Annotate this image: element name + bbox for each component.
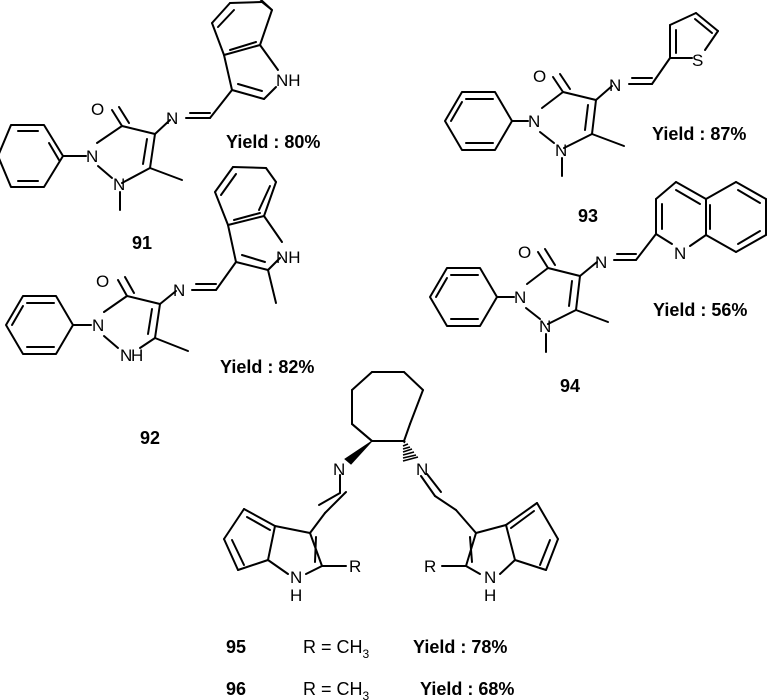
atom-91-imine-nitrogen: N — [166, 109, 178, 128]
compound-94-structure: O N N N N — [429, 181, 767, 353]
atom-92-indole-nh: NH — [276, 248, 301, 267]
atom-91-oxygen: O — [91, 100, 104, 119]
atom-92-pyrazole-n: N — [120, 346, 132, 365]
atom-91-indole-nh: NH — [276, 71, 301, 90]
atom-93-oxygen: O — [533, 67, 546, 86]
atom-91-n1: N — [86, 147, 98, 166]
atom-92-n1: N — [92, 316, 104, 335]
compound-93-number: 93 — [578, 206, 598, 226]
compound-95-r-group: R = CH3 — [303, 637, 370, 661]
compound-92-yield: Yield : 82% — [220, 357, 314, 377]
compound-92-structure: O N NH N N H — [5, 166, 301, 365]
atom-95-right-indole-h: H — [484, 586, 496, 605]
compound-93-structure: O N S N N — [444, 12, 719, 177]
atom-93-n2: N — [555, 141, 567, 160]
atom-95-left-imine-nitrogen: N — [333, 460, 345, 479]
atom-92-imine-nitrogen: N — [173, 281, 185, 300]
compound-91-yield: Yield : 80% — [226, 132, 320, 152]
compound-95-number: 95 — [226, 637, 246, 657]
atom-94-imine-nitrogen: N — [595, 253, 607, 272]
compound-95-96-structure: N N N H N H R R — [223, 371, 559, 605]
compound-92-number: 92 — [140, 428, 160, 448]
atom-95-left-indole-h: H — [290, 586, 302, 605]
compound-95-yield: Yield : 78% — [413, 637, 507, 657]
atom-95-right-indole-n: N — [484, 568, 496, 587]
atom-92-oxygen: O — [96, 272, 109, 291]
compound-94-yield: Yield : 56% — [653, 300, 747, 320]
atom-92-pyrazole-h: H — [131, 346, 143, 365]
atom-93-sulfur: S — [692, 51, 703, 70]
atom-95-right-imine-nitrogen: N — [416, 460, 428, 479]
compound-91-structure: O N NH N N — [0, 0, 301, 211]
compound-94-number: 94 — [560, 376, 580, 396]
atom-95-left-indole-n: N — [290, 568, 302, 587]
compound-96-yield: Yield : 68% — [420, 679, 514, 699]
atom-91-n2: N — [113, 175, 125, 194]
atom-94-quinoline-nitrogen: N — [674, 244, 686, 263]
atom-93-n1: N — [528, 112, 540, 131]
atom-94-n2: N — [539, 317, 551, 336]
atom-95-left-r: R — [349, 557, 361, 576]
compound-96-r-group: R = CH3 — [303, 679, 370, 700]
compound-91-number: 91 — [132, 233, 152, 253]
compound-96-number: 96 — [226, 679, 246, 699]
atom-95-right-r: R — [424, 557, 436, 576]
atom-93-imine-nitrogen: N — [609, 76, 621, 95]
compound-93-yield: Yield : 87% — [652, 124, 746, 144]
atom-94-n1: N — [514, 288, 526, 307]
atom-94-oxygen: O — [518, 243, 531, 262]
